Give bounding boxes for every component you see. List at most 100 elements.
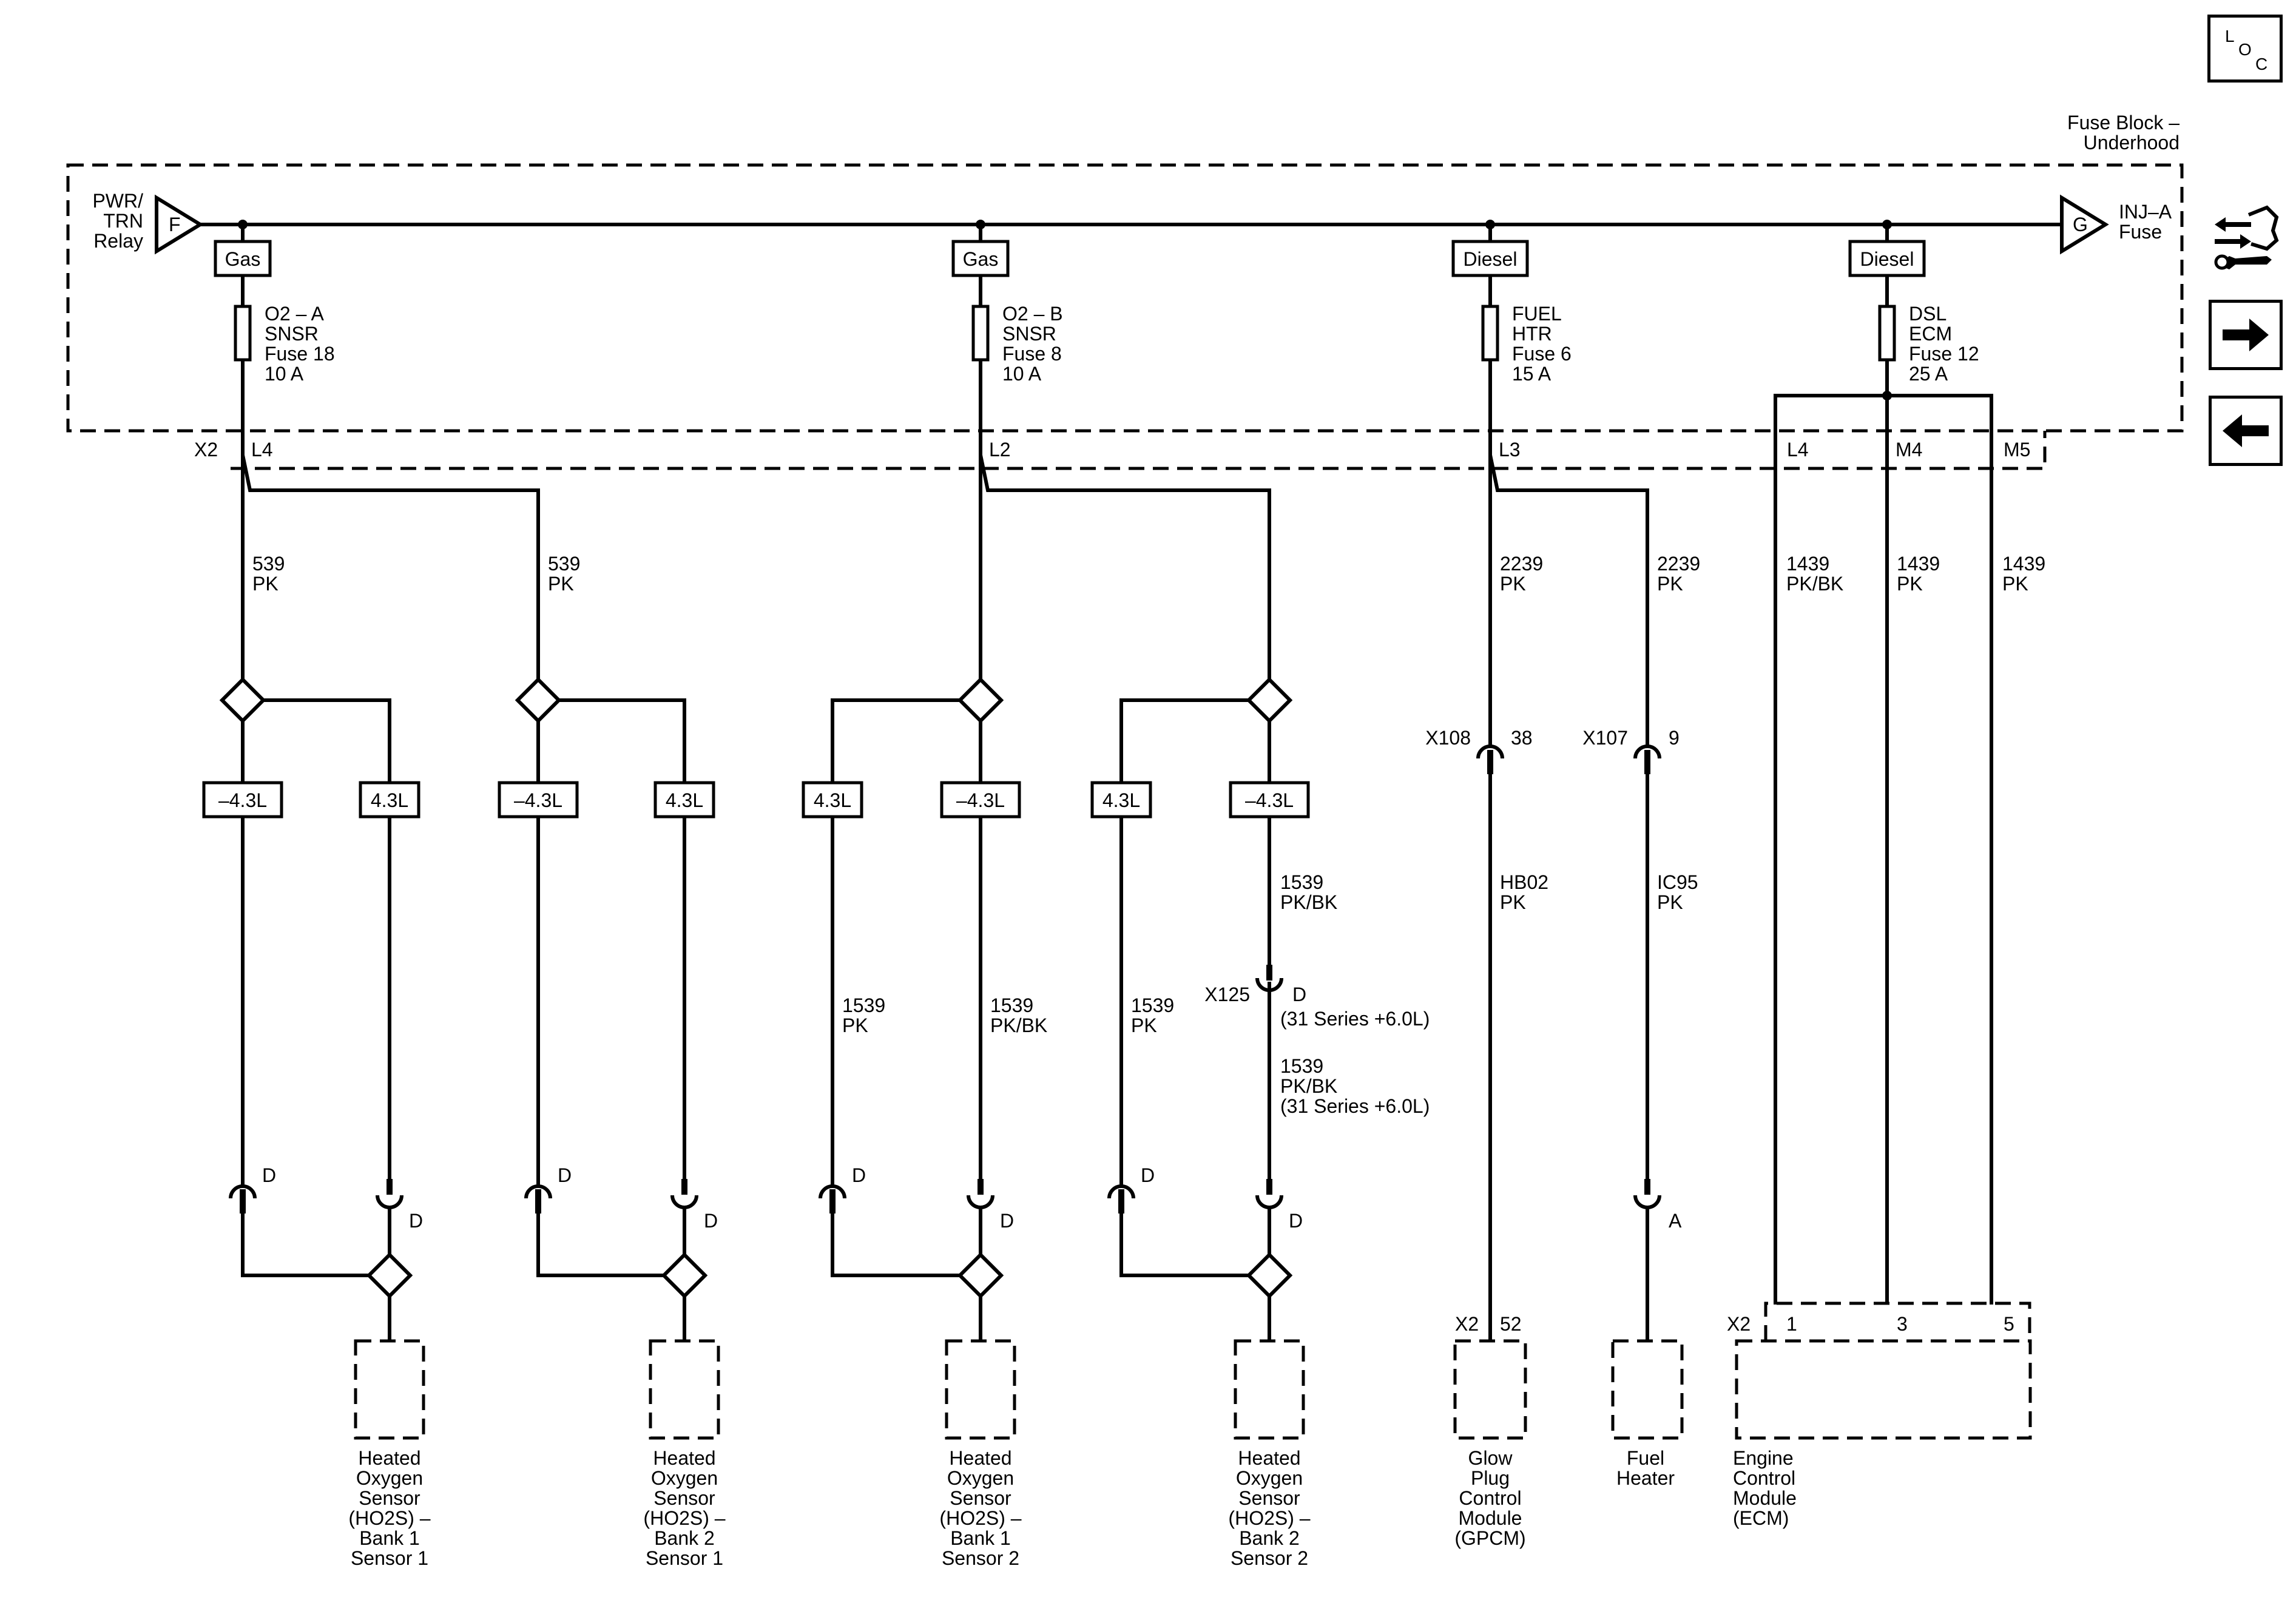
previous-button[interactable]	[2209, 396, 2283, 466]
svg-text:TRN: TRN	[103, 210, 143, 232]
sensor-connectors: D D D D D D D D	[229, 1164, 1303, 1232]
svg-text:Sensor 1: Sensor 1	[646, 1547, 723, 1569]
svg-text:D: D	[558, 1164, 572, 1186]
fuse-tag: Gas	[963, 248, 999, 270]
left-connector-letter: F	[169, 214, 181, 235]
svg-text:15 A: 15 A	[1512, 363, 1551, 385]
svg-text:Fuse: Fuse	[2119, 221, 2162, 243]
svg-text:Plug: Plug	[1471, 1467, 1510, 1489]
svg-text:PK: PK	[1657, 891, 1683, 913]
loc-icon: L O C	[2225, 27, 2267, 73]
svg-text:X2: X2	[1727, 1313, 1751, 1335]
svg-text:FUEL: FUEL	[1512, 303, 1562, 325]
svg-text:(ECM): (ECM)	[1733, 1507, 1789, 1529]
svg-text:D: D	[262, 1164, 276, 1186]
svg-text:Sensor 2: Sensor 2	[942, 1547, 1019, 1569]
svg-text:X107: X107	[1582, 727, 1628, 749]
svg-text:(31 Series +6.0L): (31 Series +6.0L)	[1280, 1008, 1430, 1030]
pin-label: L4	[251, 439, 273, 461]
svg-text:HTR: HTR	[1512, 323, 1552, 345]
svg-text:PK: PK	[1131, 1014, 1157, 1036]
ho2s-b2s2-label: Heated Oxygen Sensor (HO2S) – Bank 2 Sen…	[1228, 1447, 1310, 1569]
fuse-dsl-ecm: Diesel DSL ECM Fuse 12 25 A L4 M4 M5	[1774, 220, 2030, 1305]
wire-hb02-label: HB02	[1500, 871, 1548, 893]
svg-text:PK/BK: PK/BK	[990, 1014, 1047, 1036]
ecm-box	[1735, 1339, 2032, 1440]
option-43: 4.3L	[1102, 789, 1140, 811]
right-connector-arrow	[2060, 194, 2109, 255]
svg-text:Oxygen: Oxygen	[1236, 1467, 1303, 1489]
svg-text:52: 52	[1500, 1313, 1522, 1335]
fuse-o2b: Gas O2 – B SNSR Fuse 8 10 A L2	[951, 220, 1063, 461]
fuse-tag: Diesel	[1860, 248, 1914, 270]
svg-text:Engine: Engine	[1733, 1447, 1794, 1469]
svg-text:O2 – B: O2 – B	[1002, 303, 1063, 325]
svg-text:Glow: Glow	[1468, 1447, 1513, 1469]
wire-1539-label: 1539	[1280, 1055, 1323, 1077]
fuel-heater-label: Fuel Heater	[1616, 1447, 1675, 1489]
svg-text:D: D	[1000, 1210, 1014, 1232]
connector-wrench-icon	[2214, 205, 2279, 270]
svg-text:Sensor 1: Sensor 1	[351, 1547, 428, 1569]
option-minus43: –4.3L	[218, 789, 267, 811]
ho2s-b1s2-box	[945, 1339, 1016, 1440]
svg-text:C: C	[2255, 55, 2267, 73]
pin-label: L3	[1499, 439, 1521, 461]
wire-1539-label: 1539	[1280, 871, 1323, 893]
svg-text:Sensor: Sensor	[950, 1487, 1011, 1509]
connector-tool-button[interactable]	[2209, 193, 2281, 278]
ho2s-b2s2-box	[1234, 1339, 1305, 1440]
svg-text:Sensor 2: Sensor 2	[1231, 1547, 1308, 1569]
svg-text:D: D	[1289, 1210, 1303, 1232]
svg-text:Fuse 8: Fuse 8	[1002, 343, 1062, 365]
fuse-tag: Diesel	[1464, 248, 1518, 270]
option-43: 4.3L	[814, 789, 851, 811]
svg-text:Fuse 18: Fuse 18	[265, 343, 335, 365]
fuel-heater-box	[1611, 1339, 1684, 1440]
left-power-source: PWR/ TRN Relay F	[92, 190, 204, 255]
svg-text:(GPCM): (GPCM)	[1454, 1527, 1525, 1549]
svg-text:Control: Control	[1459, 1487, 1521, 1509]
svg-text:SNSR: SNSR	[265, 323, 319, 345]
svg-text:O: O	[2238, 40, 2252, 59]
svg-text:PK: PK	[548, 573, 574, 595]
pin-label: L2	[989, 439, 1011, 461]
wire-ic95-label: IC95	[1657, 871, 1698, 893]
right-connector-letter: G	[2073, 214, 2088, 235]
location-button[interactable]: L O C	[2207, 15, 2283, 83]
svg-text:Fuse 6: Fuse 6	[1512, 343, 1572, 365]
wire-labels-lower: 1539 PK 1539 PK/BK 1539 PK 1539 PK/BK 15…	[842, 871, 1430, 1117]
next-button[interactable]	[2209, 300, 2283, 370]
svg-text:Relay: Relay	[93, 230, 143, 252]
pin-label: M4	[1896, 439, 1922, 461]
svg-text:PWR/: PWR/	[92, 190, 143, 212]
svg-text:PK: PK	[252, 573, 279, 595]
svg-text:PK/BK: PK/BK	[1280, 1075, 1337, 1097]
svg-text:Bank 2: Bank 2	[654, 1527, 715, 1549]
svg-text:Bank 1: Bank 1	[950, 1527, 1011, 1549]
svg-text:5: 5	[2004, 1313, 2014, 1335]
svg-text:PK/BK: PK/BK	[1786, 573, 1843, 595]
pin-label: L4	[1787, 439, 1809, 461]
component-labels: Heated Oxygen Sensor (HO2S) – Bank 1 Sen…	[348, 1447, 1797, 1569]
svg-text:PK: PK	[1657, 573, 1683, 595]
wire-1539-label: 1539	[1131, 994, 1174, 1016]
svg-text:D: D	[1141, 1164, 1155, 1186]
fuel-heater	[1611, 1339, 1684, 1440]
wire-2239-split	[1488, 454, 1649, 746]
wire-o2b-split	[979, 454, 1271, 680]
svg-text:INJ–A: INJ–A	[2119, 201, 2172, 223]
svg-text:SNSR: SNSR	[1002, 323, 1056, 345]
svg-text:Oxygen: Oxygen	[947, 1467, 1014, 1489]
svg-text:10 A: 10 A	[1002, 363, 1042, 385]
left-connector-arrow	[155, 194, 204, 255]
ho2s-b1s2-label: Heated Oxygen Sensor (HO2S) – Bank 1 Sen…	[939, 1447, 1021, 1569]
svg-text:(HO2S) –: (HO2S) –	[939, 1507, 1021, 1529]
fuse-block-title: Fuse Block –	[2067, 112, 2180, 133]
svg-text:Bank 2: Bank 2	[1239, 1527, 1300, 1549]
sensor-joins	[241, 1207, 1293, 1341]
option-43: 4.3L	[666, 789, 703, 811]
svg-text:X2: X2	[1455, 1313, 1479, 1335]
svg-text:D: D	[852, 1164, 866, 1186]
ho2s-b1s1-box	[354, 1339, 425, 1440]
